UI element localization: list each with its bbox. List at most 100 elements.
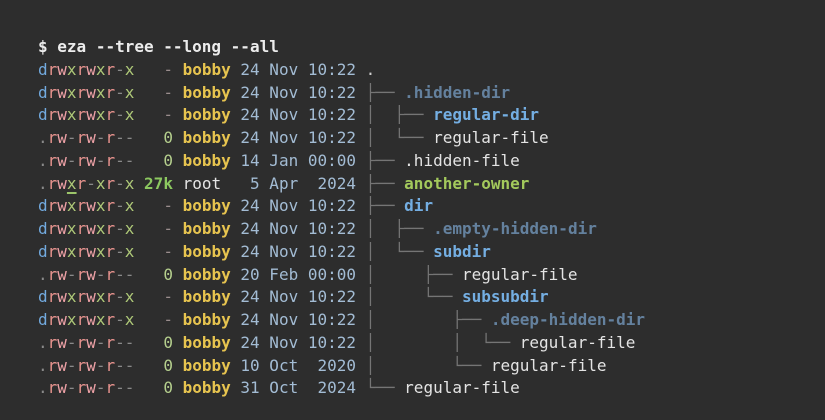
tree-row: .rwxr-xr-x 27k root 5 Apr 2024 ├── anoth… <box>38 173 825 196</box>
permissions: drwxrwxr-x <box>38 219 135 238</box>
tree-branch: │ └── <box>365 128 434 147</box>
tree-branch: │ ├── <box>365 105 434 125</box>
permissions: .rw-rw-r-- <box>38 264 135 284</box>
date: 5 Apr 2024 <box>240 173 356 193</box>
owner: bobby <box>182 264 231 284</box>
owner: bobby <box>182 378 231 398</box>
owner: bobby <box>182 310 231 329</box>
owner: bobby <box>182 82 231 102</box>
entry-name: .hidden-dir <box>404 82 511 102</box>
tree-branch: │ ├── <box>365 310 491 329</box>
tree-branch: ├── <box>365 173 405 193</box>
tree-branch: │ └── <box>365 241 434 261</box>
permissions: drwxrwxr-x <box>38 59 135 79</box>
tree-branch: │ ├── <box>365 219 434 238</box>
file-size: - <box>144 287 173 307</box>
date: 24 Nov 10:22 <box>240 82 356 102</box>
date: 24 Nov 10:22 <box>240 332 356 352</box>
permissions: .rw-rw-r-- <box>38 378 135 398</box>
tree-branch: │ │ └── <box>365 332 520 352</box>
entry-name: regular-file <box>433 128 549 147</box>
tree-row: drwxrwxr-x - bobby 24 Nov 10:22 │ ├── re… <box>38 104 825 127</box>
tree-row: .rw-rw-r-- 0 bobby 24 Nov 10:22 │ └── re… <box>38 127 825 150</box>
permissions: drwxrwxr-x <box>38 196 135 216</box>
entry-name: subsubdir <box>461 287 549 307</box>
date: 10 Oct 2020 <box>240 355 356 375</box>
entry-name: .empty-hidden-dir <box>433 219 597 238</box>
tree-row: drwxrwxr-x - bobby 24 Nov 10:22 . <box>38 59 825 82</box>
owner: bobby <box>182 355 231 375</box>
permissions: .rw-rw-r-- <box>38 128 135 147</box>
permissions: .rw-rw-r-- <box>38 332 135 352</box>
command-line: $ eza --tree --long --all <box>38 36 825 59</box>
owner: bobby <box>182 196 231 216</box>
tree-branch: ├── <box>365 150 405 170</box>
entry-name: regular-dir <box>433 105 540 125</box>
tree-branch: │ └── <box>365 355 491 375</box>
date: 24 Nov 10:22 <box>240 128 356 147</box>
command-text: eza --tree --long --all <box>57 37 279 56</box>
tree-row: drwxrwxr-x - bobby 24 Nov 10:22 ├── .hid… <box>38 82 825 105</box>
file-size: - <box>144 219 173 238</box>
file-size: 27k <box>144 173 173 193</box>
date: 24 Nov 10:22 <box>240 219 356 238</box>
entry-name: regular-file <box>461 264 578 284</box>
file-size: - <box>144 196 173 216</box>
date: 24 Nov 10:22 <box>240 196 356 216</box>
owner: bobby <box>182 150 231 170</box>
entry-name: .hidden-file <box>404 150 520 170</box>
shell-prompt: $ <box>38 37 48 56</box>
entry-name: another-owner <box>404 173 530 193</box>
date: 24 Nov 10:22 <box>240 241 356 261</box>
tree-row: drwxrwxr-x - bobby 24 Nov 10:22 │ └── su… <box>38 241 825 264</box>
date: 24 Nov 10:22 <box>240 59 356 79</box>
entry-name: .deep-hidden-dir <box>490 310 645 329</box>
permissions: drwxrwxr-x <box>38 105 135 125</box>
tree-branch: ├── <box>365 82 405 102</box>
file-size: - <box>144 59 173 79</box>
file-size: 0 <box>144 378 173 398</box>
owner: bobby <box>182 128 231 147</box>
file-size: 0 <box>144 128 173 147</box>
permissions: drwxrwxr-x <box>38 241 135 261</box>
date: 24 Nov 10:22 <box>240 310 356 329</box>
entry-name: regular-file <box>490 355 607 375</box>
tree-row: .rw-rw-r-- 0 bobby 24 Nov 10:22 │ │ └── … <box>38 332 825 355</box>
tree-row: .rw-rw-r-- 0 bobby 10 Oct 2020 │ └── reg… <box>38 355 825 378</box>
tree-row: drwxrwxr-x - bobby 24 Nov 10:22 │ └── su… <box>38 286 825 309</box>
permissions: drwxrwxr-x <box>38 287 135 307</box>
file-size: 0 <box>144 264 173 284</box>
file-size: - <box>144 82 173 102</box>
owner: bobby <box>182 241 231 261</box>
date: 20 Feb 00:00 <box>240 264 356 284</box>
tree-branch: ├── <box>365 196 405 216</box>
file-size: - <box>144 310 173 329</box>
file-size: 0 <box>144 355 173 375</box>
tree-row: .rw-rw-r-- 0 bobby 14 Jan 00:00 ├── .hid… <box>38 150 825 173</box>
owner: bobby <box>182 59 231 79</box>
tree-row: .rw-rw-r-- 0 bobby 31 Oct 2024 └── regul… <box>38 377 825 400</box>
tree-row: drwxrwxr-x - bobby 24 Nov 10:22 │ ├── .e… <box>38 218 825 241</box>
owner: bobby <box>182 105 231 125</box>
permissions: .rwxr-xr-x <box>38 173 135 193</box>
entry-name: dir <box>404 196 434 216</box>
file-size: 0 <box>144 150 173 170</box>
date: 14 Jan 00:00 <box>240 150 356 170</box>
tree-branch: │ └── <box>365 287 462 307</box>
owner: bobby <box>182 332 231 352</box>
entry-name: regular-file <box>404 378 520 398</box>
date: 24 Nov 10:22 <box>240 287 356 307</box>
date: 31 Oct 2024 <box>240 378 356 398</box>
file-size: - <box>144 241 173 261</box>
permissions: drwxrwxr-x <box>38 82 135 102</box>
output-lines: drwxrwxr-x - bobby 24 Nov 10:22 .drwxrwx… <box>38 59 825 400</box>
tree-branch: └── <box>365 378 405 398</box>
entry-name: regular-file <box>519 332 636 352</box>
permissions: drwxrwxr-x <box>38 310 135 329</box>
owner: bobby <box>182 219 231 238</box>
tree-branch: │ ├── <box>365 264 462 284</box>
permissions: .rw-rw-r-- <box>38 355 135 375</box>
owner: root <box>182 173 231 193</box>
file-size: 0 <box>144 332 173 352</box>
